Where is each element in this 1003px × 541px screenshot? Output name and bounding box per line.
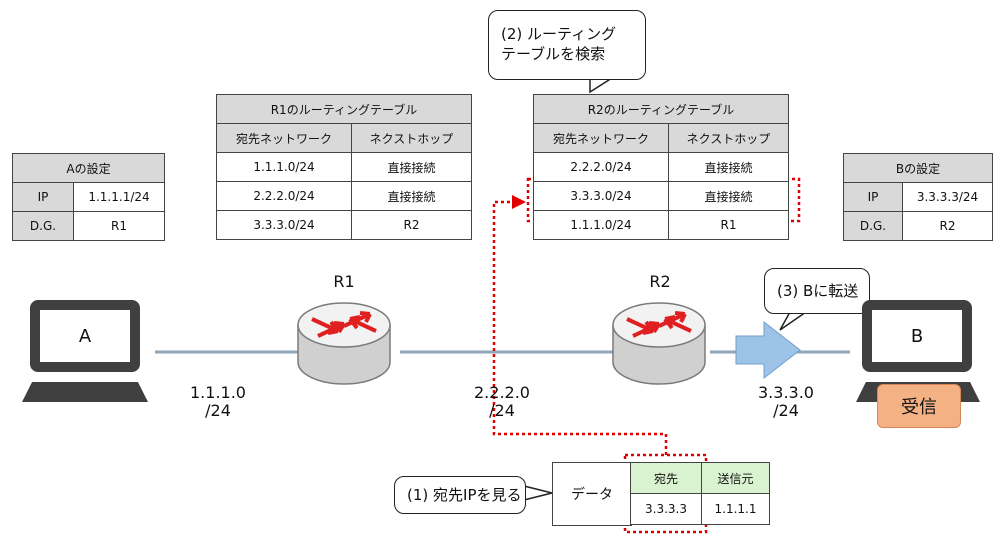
a-settings-key: IP <box>12 182 74 212</box>
router-r2-label: R2 <box>649 272 671 291</box>
a-settings-value: R1 <box>73 211 165 241</box>
callout-step2-line1: (2) ルーティング <box>501 25 617 43</box>
r2-row-network: 2.2.2.0/24 <box>533 152 669 182</box>
r1-routing-table: R1のルーティングテーブル 宛先ネットワーク ネクストホップ 1.1.1.0/2… <box>216 94 472 240</box>
a-settings-key: D.G. <box>12 211 74 241</box>
net3-label-line1: 3.3.3.0 <box>758 383 814 402</box>
packet-dest-header: 宛先 <box>630 462 702 494</box>
router-r1-icon <box>297 302 391 385</box>
r2-row-network: 1.1.1.0/24 <box>533 210 669 240</box>
r1-row-nexthop: 直接接続 <box>351 152 472 182</box>
r2-row-nexthop: 直接接続 <box>668 181 789 211</box>
b-settings-value: R2 <box>902 211 993 241</box>
bubble1-tail <box>523 485 553 501</box>
bubble2-tail <box>589 77 615 94</box>
packet-src-header: 送信元 <box>701 462 770 494</box>
r1-row-nexthop: 直接接続 <box>351 181 472 211</box>
a-settings-table: Aの設定 IP 1.1.1.1/24 D.G. R1 <box>12 153 165 241</box>
net1-label-line2: /24 <box>205 401 231 420</box>
pc-a-label: A <box>78 325 92 347</box>
a-settings-value: 1.1.1.1/24 <box>73 182 165 212</box>
receive-badge: 受信 <box>877 384 961 428</box>
net2-label-line1: 2.2.2.0 <box>474 383 530 402</box>
packet-dest-value: 3.3.3.3 <box>630 493 702 525</box>
r1-col-network: 宛先ネットワーク <box>216 123 352 153</box>
lookup-dotted-path <box>492 200 668 455</box>
r1-row-network: 2.2.2.0/24 <box>216 181 352 211</box>
r2-row-nexthop: R1 <box>668 210 789 240</box>
forward-arrow <box>735 320 801 380</box>
callout-step2: (2) ルーティング テーブルを検索 <box>488 10 646 80</box>
b-settings-key: IP <box>843 182 903 212</box>
callout-step2-line2: テーブルを検索 <box>501 45 606 63</box>
pc-b-screen: B <box>862 300 972 372</box>
net3-label-line2: /24 <box>773 401 799 420</box>
r2-row-network: 3.3.3.0/24 <box>533 181 669 211</box>
b-settings-title: Bの設定 <box>843 153 993 183</box>
packet-header-table: 宛先 送信元 3.3.3.3 1.1.1.1 <box>630 462 770 525</box>
lookup-arrowhead <box>512 195 526 209</box>
r2-col-network: 宛先ネットワーク <box>533 123 669 153</box>
r1-row-network: 3.3.3.0/24 <box>216 210 352 240</box>
r1-row-network: 1.1.1.0/24 <box>216 152 352 182</box>
router-r1-label: R1 <box>333 272 355 291</box>
pc-a-keyboard-icon <box>22 382 148 402</box>
r1-row-nexthop: R2 <box>351 210 472 240</box>
callout-step3: (3) Bに転送 <box>764 268 870 314</box>
callout-step1: (1) 宛先IPを見る <box>394 476 526 514</box>
net2-label-line2: /24 <box>489 401 515 420</box>
callout-step1-text: (1) 宛先IPを見る <box>407 486 522 504</box>
b-settings-key: D.G. <box>843 211 903 241</box>
r2-row-nexthop: 直接接続 <box>668 152 789 182</box>
r1-table-title: R1のルーティングテーブル <box>216 94 472 124</box>
pc-b-label: B <box>910 325 924 347</box>
r2-routing-table: R2のルーティングテーブル 宛先ネットワーク ネクストホップ 2.2.2.0/2… <box>533 94 789 240</box>
r2-table-title: R2のルーティングテーブル <box>533 94 789 124</box>
b-settings-value: 3.3.3.3/24 <box>902 182 993 212</box>
pc-a-screen: A <box>30 300 140 372</box>
net1-label-line1: 1.1.1.0 <box>190 383 246 402</box>
b-settings-table: Bの設定 IP 3.3.3.3/24 D.G. R2 <box>843 153 993 241</box>
router-r2-icon <box>612 302 706 385</box>
r2-col-nexthop: ネクストホップ <box>668 123 789 153</box>
packet-src-value: 1.1.1.1 <box>701 493 770 525</box>
packet-data: データ <box>552 462 632 526</box>
a-settings-title: Aの設定 <box>12 153 165 183</box>
bubble3-tail <box>779 311 809 331</box>
r1-col-nexthop: ネクストホップ <box>351 123 472 153</box>
callout-step3-text: (3) Bに転送 <box>777 282 859 300</box>
